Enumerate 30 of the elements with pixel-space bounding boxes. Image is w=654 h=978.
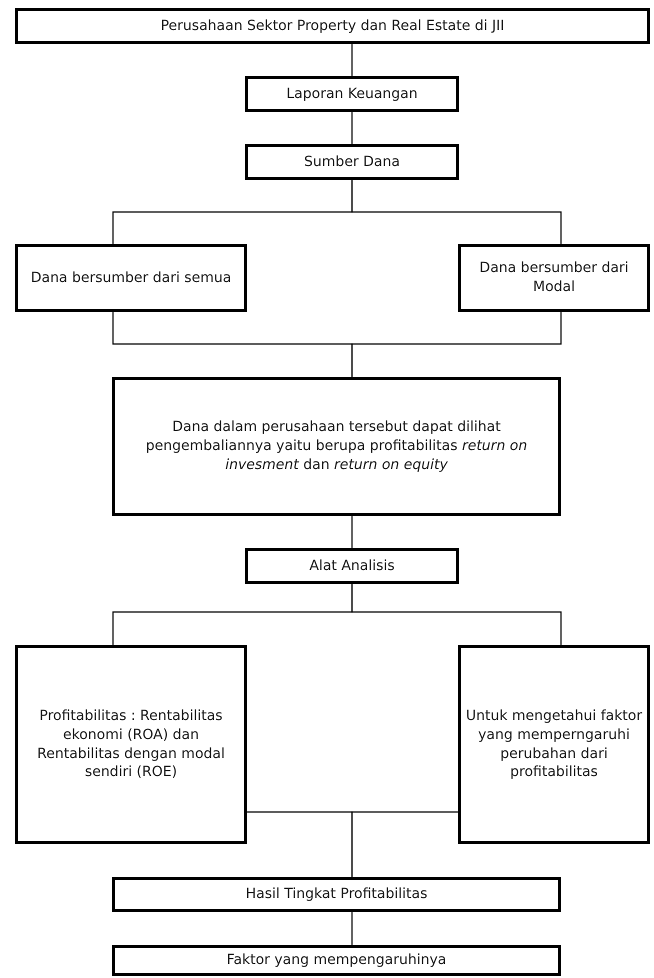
connector-line — [351, 584, 562, 645]
process-box — [15, 244, 247, 312]
box-text: Alat Analisis — [309, 556, 395, 576]
process-box — [112, 945, 561, 976]
process-box — [458, 645, 650, 844]
process-box — [112, 877, 561, 912]
box-text: Sumber Dana — [304, 152, 400, 172]
box-text: Untuk mengetahui faktor yang memperngaruhi perubahan dari profitabilitas — [465, 706, 643, 782]
process-box — [112, 377, 561, 516]
box-text: Hasil Tingkat Profitabilitas — [246, 885, 428, 904]
connector-line — [351, 44, 353, 76]
process-box — [458, 244, 650, 312]
connector-line — [351, 312, 562, 377]
box-text: Laporan Keuangan — [286, 84, 418, 104]
connector-line — [351, 180, 562, 244]
connector-line — [351, 516, 353, 548]
box-text: Faktor yang mempengaruhinya — [226, 951, 446, 970]
process-box — [245, 76, 459, 112]
box-text: Perusahaan Sektor Property dan Real Estate di JII — [160, 16, 504, 36]
box-text: Profitabilitas : Rentabilitas ekonomi (ROA) dan Rentabilitas dengan modal sendiri (ROE) — [36, 706, 226, 782]
process-box — [245, 144, 459, 180]
process-box — [15, 645, 247, 844]
process-box — [15, 8, 650, 44]
connector-line — [351, 912, 353, 945]
box-text: Dana bersumber dari semua — [30, 268, 232, 288]
connector-line — [351, 811, 458, 877]
connector-line — [351, 112, 353, 144]
box-text: Dana dalam perusahaan tersebut dapat dilihat pengembaliannya yaitu berupa profitabilitas return on invesment dan return on equity — [144, 418, 528, 475]
process-box — [245, 548, 459, 584]
box-text: Dana bersumber dari Modal — [478, 259, 630, 297]
